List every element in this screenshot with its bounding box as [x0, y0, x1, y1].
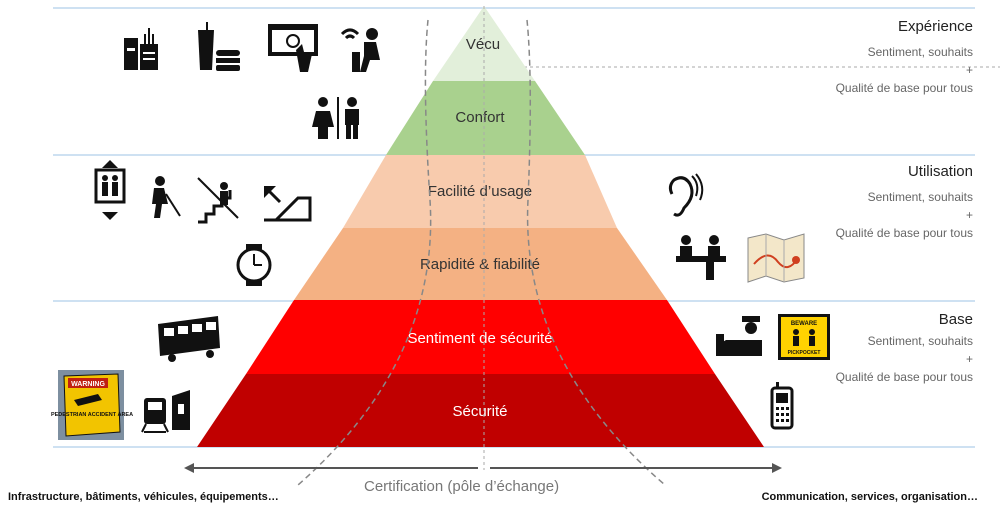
- level-line2-base: Qualité de base pour tous: [835, 370, 973, 384]
- clock-icon: [236, 244, 272, 286]
- hearing-icon: [668, 173, 704, 217]
- tier-facilite: [343, 155, 617, 228]
- tier-label-rapidite: Rapidité & fiabilité: [420, 256, 540, 273]
- shop-icon: [124, 28, 158, 70]
- tier-rapidite: [294, 228, 667, 300]
- level-line2-utilisation: Qualité de base pour tous: [835, 226, 973, 240]
- level-line2-experience: Qualité de base pour tous: [835, 81, 973, 95]
- security-guard-icon: [716, 316, 762, 356]
- tier-label-confort: Confort: [455, 109, 505, 126]
- beware-sign-top: BEWARE: [791, 321, 817, 327]
- stairs-icon: [197, 177, 239, 224]
- elevator-icon: [94, 160, 126, 220]
- beware-pickpocket-sign-icon: BEWARE PICKPOCKET: [778, 314, 830, 360]
- tier-securite: [197, 374, 764, 447]
- atm-icon: [268, 24, 318, 72]
- footer-left-label: Infrastructure, bâtiments, véhicules, éq…: [8, 491, 279, 503]
- phone-icon: [770, 382, 794, 430]
- map-icon: [747, 233, 805, 283]
- tier-label-vecu: Vécu: [466, 36, 500, 53]
- warning-sign-top: WARNING: [71, 381, 105, 388]
- certification-arrow: [184, 463, 782, 473]
- blind-person-icon: [152, 176, 181, 218]
- level-plus-utilisation: +: [965, 208, 973, 222]
- level-line1-experience: Sentiment, souhaits: [867, 45, 973, 59]
- tier-label-securite: Sécurité: [452, 403, 507, 420]
- level-line1-utilisation: Sentiment, souhaits: [867, 190, 973, 204]
- bus-icon: [158, 316, 220, 362]
- fast-food-icon: [198, 22, 240, 71]
- certification-label: Certification (pôle d’échange): [364, 478, 560, 495]
- beware-sign-bottom: PICKPOCKET: [788, 350, 821, 356]
- tier-sentiment-securite: [246, 300, 715, 374]
- tier-label-sentiment-securite: Sentiment de sécurité: [407, 330, 552, 347]
- restroom-icon: [312, 97, 359, 139]
- level-title-utilisation: Utilisation: [907, 163, 973, 180]
- train-station-icon: [141, 390, 190, 433]
- tier-confort: [386, 81, 585, 155]
- level-plus-base: +: [965, 352, 973, 366]
- level-line1-base: Sentiment, souhaits: [867, 334, 973, 348]
- dashed-curve-right: [526, 19, 666, 486]
- dashed-curve-left: [297, 19, 432, 486]
- warning-pedestrian-sign-icon: WARNING PEDESTRIAN ACCIDENT AREA: [51, 370, 133, 440]
- footer-right-label: Communication, services, organisation…: [761, 491, 978, 503]
- escalator-icon: [264, 186, 312, 222]
- level-plus-experience: +: [965, 63, 973, 77]
- level-title-experience: Expérience: [897, 18, 973, 35]
- level-title-base: Base: [938, 311, 973, 328]
- warning-sign-body: PEDESTRIAN ACCIDENT AREA: [51, 412, 133, 418]
- info-desk-icon: [676, 235, 726, 280]
- wifi-seat-icon: [340, 28, 380, 72]
- tier-label-facilite: Facilité d’usage: [428, 183, 532, 200]
